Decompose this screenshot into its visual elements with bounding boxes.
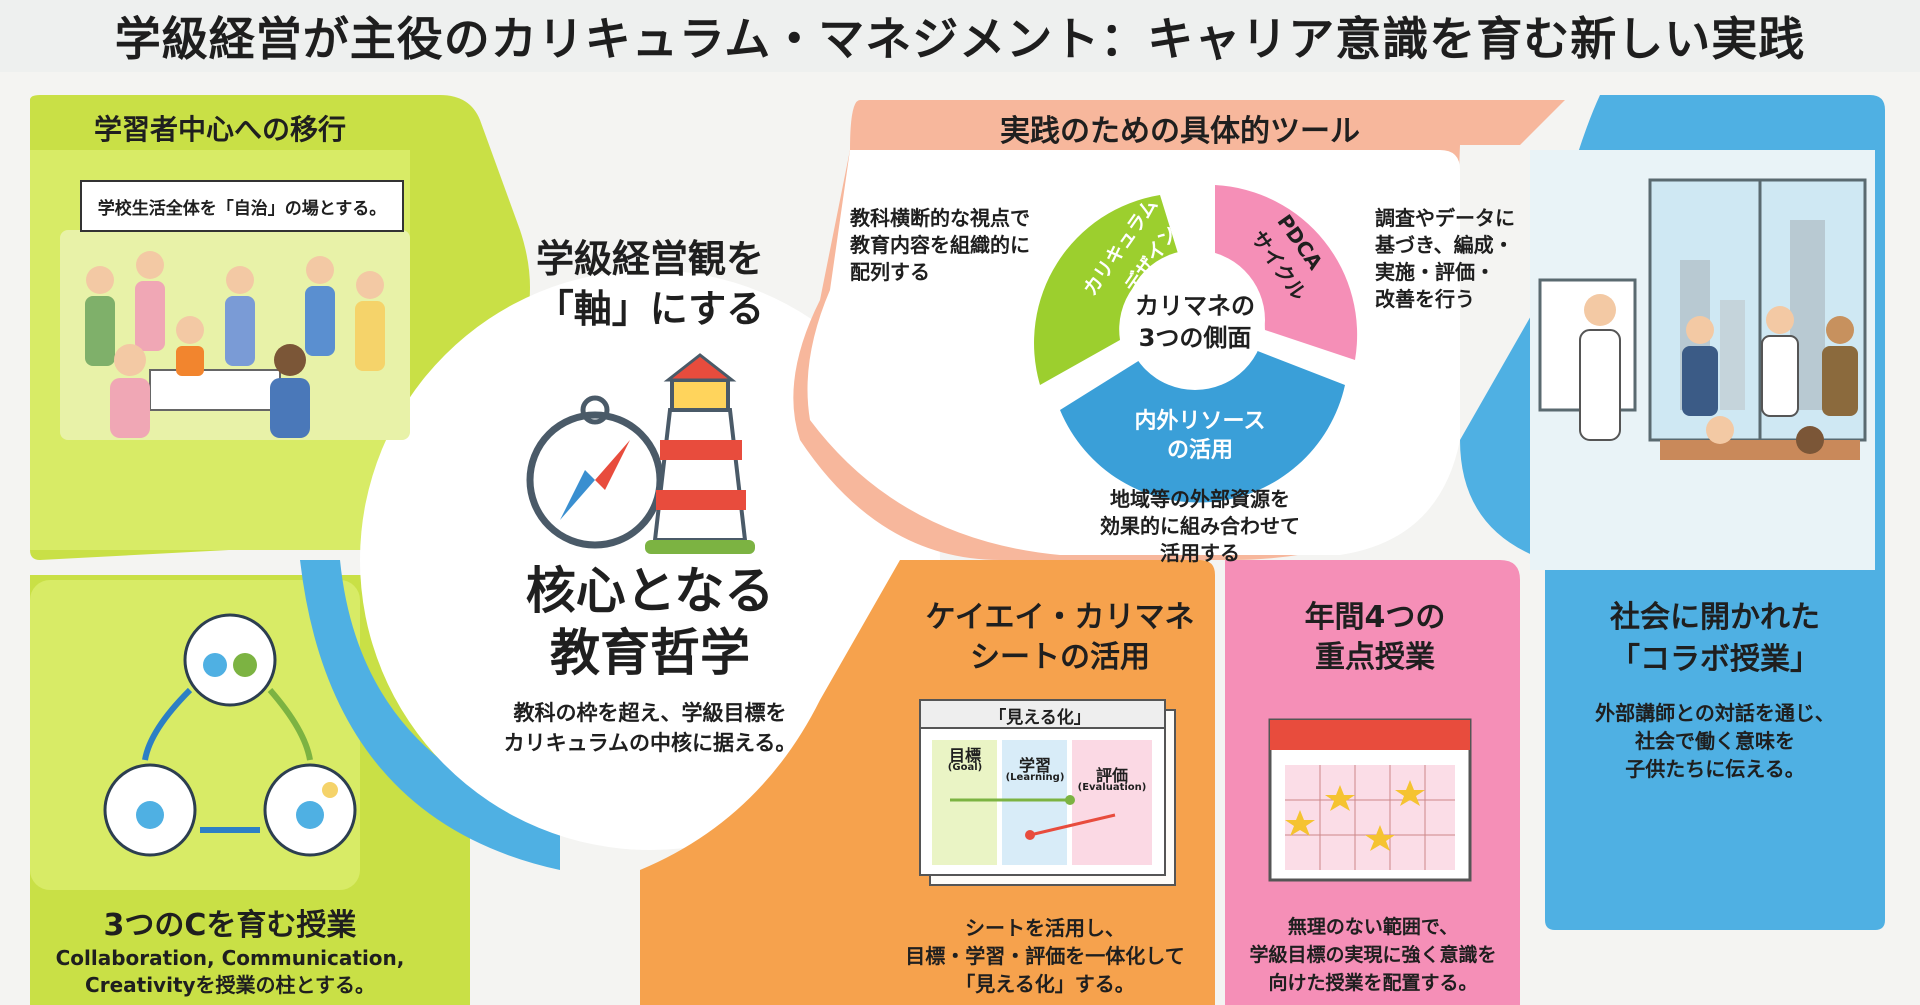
collab-title-line1: 社会に開かれた	[1610, 600, 1820, 635]
cycle-segment-pdca	[1215, 185, 1358, 360]
tools-header: 実践のための具体的ツール	[1000, 114, 1360, 149]
blue-arc	[300, 560, 560, 870]
three-c-title: 3つのCを育む授業	[103, 908, 357, 943]
three-c-desc-line2: Creativityを授業の柱とする。	[85, 973, 375, 997]
annual-title-line1: 年間4つの	[1304, 600, 1446, 635]
calendar-icon	[1268, 718, 1472, 882]
cycle-center-line1: カリマネの	[1135, 292, 1255, 320]
tools-right-note-line1: 調査やデータに	[1375, 206, 1515, 230]
core-philosophy-line1: 核心となる	[525, 562, 775, 620]
core-desc-line2: カリキュラムの中核に据える。	[503, 731, 797, 755]
cycle-segment-resource	[1060, 350, 1345, 503]
collab-people-illustration	[1579, 294, 1860, 460]
lighthouse-icon	[645, 353, 755, 554]
learner-centered-header: 学習者中心への移行	[93, 113, 346, 146]
sheet-col-learning-en: (Learning)	[1005, 772, 1065, 783]
karimane-sheet-illustration	[919, 699, 1176, 886]
tools-left-note-line3: 配列する	[850, 260, 930, 284]
sheet-col-eval: 評価	[1095, 766, 1128, 785]
tools-right-note-line3: 実施・評価・	[1375, 260, 1495, 284]
sheet-desc-line1: シートを活用し、	[965, 916, 1125, 940]
sheet-col-learning: 学習	[1018, 756, 1051, 775]
sheet-col-eval-en: (Evaluation)	[1077, 782, 1147, 793]
three-c-desc-line1: Collaboration, Communication,	[55, 946, 405, 970]
collab-desc-line3: 子供たちに伝える。	[1625, 757, 1805, 781]
sheet-title-line1: ケイエイ・カリマネ	[925, 600, 1195, 635]
tools-right-note-line4: 改善を行う	[1375, 287, 1475, 311]
students-group-illustration	[60, 230, 410, 440]
tools-left-note-line2: 教育内容を組織的に	[850, 233, 1030, 257]
sheet-col-goal: 目標	[948, 746, 981, 765]
sheet-desc-line3: 「見える化」する。	[955, 972, 1135, 996]
tools-bottom-note-line3: 活用する	[1160, 541, 1240, 565]
self-governance-banner: 学校生活全体を「自治」の場とする。	[80, 180, 404, 232]
three-c-illustration	[103, 613, 357, 857]
collab-desc-line2: 社会で働く意味を	[1635, 729, 1795, 753]
annual-title-line2: 重点授業	[1315, 640, 1435, 675]
sheet-col-goal-en: (Goal)	[947, 762, 983, 773]
tools-bottom-note-line2: 効果的に組み合わせて	[1100, 514, 1300, 538]
sheet-window-label: 「見える化」	[989, 708, 1091, 728]
axis-line2: 「軸」にする	[535, 287, 765, 331]
sheet-desc-line2: 目標・学習・評価を一体化して	[905, 944, 1185, 968]
core-philosophy-line2: 教育哲学	[550, 624, 750, 682]
collab-desc-line1: 外部講師との対話を通じ、	[1595, 701, 1835, 725]
page-title: 学級経営が主役のカリキュラム・マネジメント：キャリア意識を育む新しい実践	[114, 12, 1806, 66]
cycle-segment-design	[1034, 195, 1180, 385]
annual-desc-line1: 無理のない範囲で、	[1287, 916, 1459, 938]
karimane-cycle-diagram	[1034, 185, 1358, 503]
tools-bottom-note-line1: 地域等の外部資源を	[1110, 487, 1290, 511]
cycle-center-line2: 3つの側面	[1138, 324, 1252, 352]
annual-desc-line3: 向けた授業を配置する。	[1268, 972, 1478, 994]
cycle-resource-line1: 内外リソース	[1134, 409, 1266, 434]
core-desc-line1: 教科の枠を超え、学級目標を	[513, 701, 787, 725]
title-bar: 学級経営が主役のカリキュラム・マネジメント：キャリア意識を育む新しい実践	[0, 0, 1920, 72]
annual-desc-line2: 学級目標の実現に強く意識を	[1249, 944, 1497, 966]
tools-left-note-line1: 教科横断的な視点で	[850, 206, 1030, 230]
cycle-resource-line2: の活用	[1166, 438, 1233, 463]
sheet-title-line2: シートの活用	[970, 640, 1150, 675]
tools-right-note-line2: 基づき、編成・	[1375, 233, 1514, 257]
axis-line1: 学級経営観を	[535, 237, 764, 281]
collab-title-line2: 「コラボ授業」	[1610, 642, 1820, 677]
